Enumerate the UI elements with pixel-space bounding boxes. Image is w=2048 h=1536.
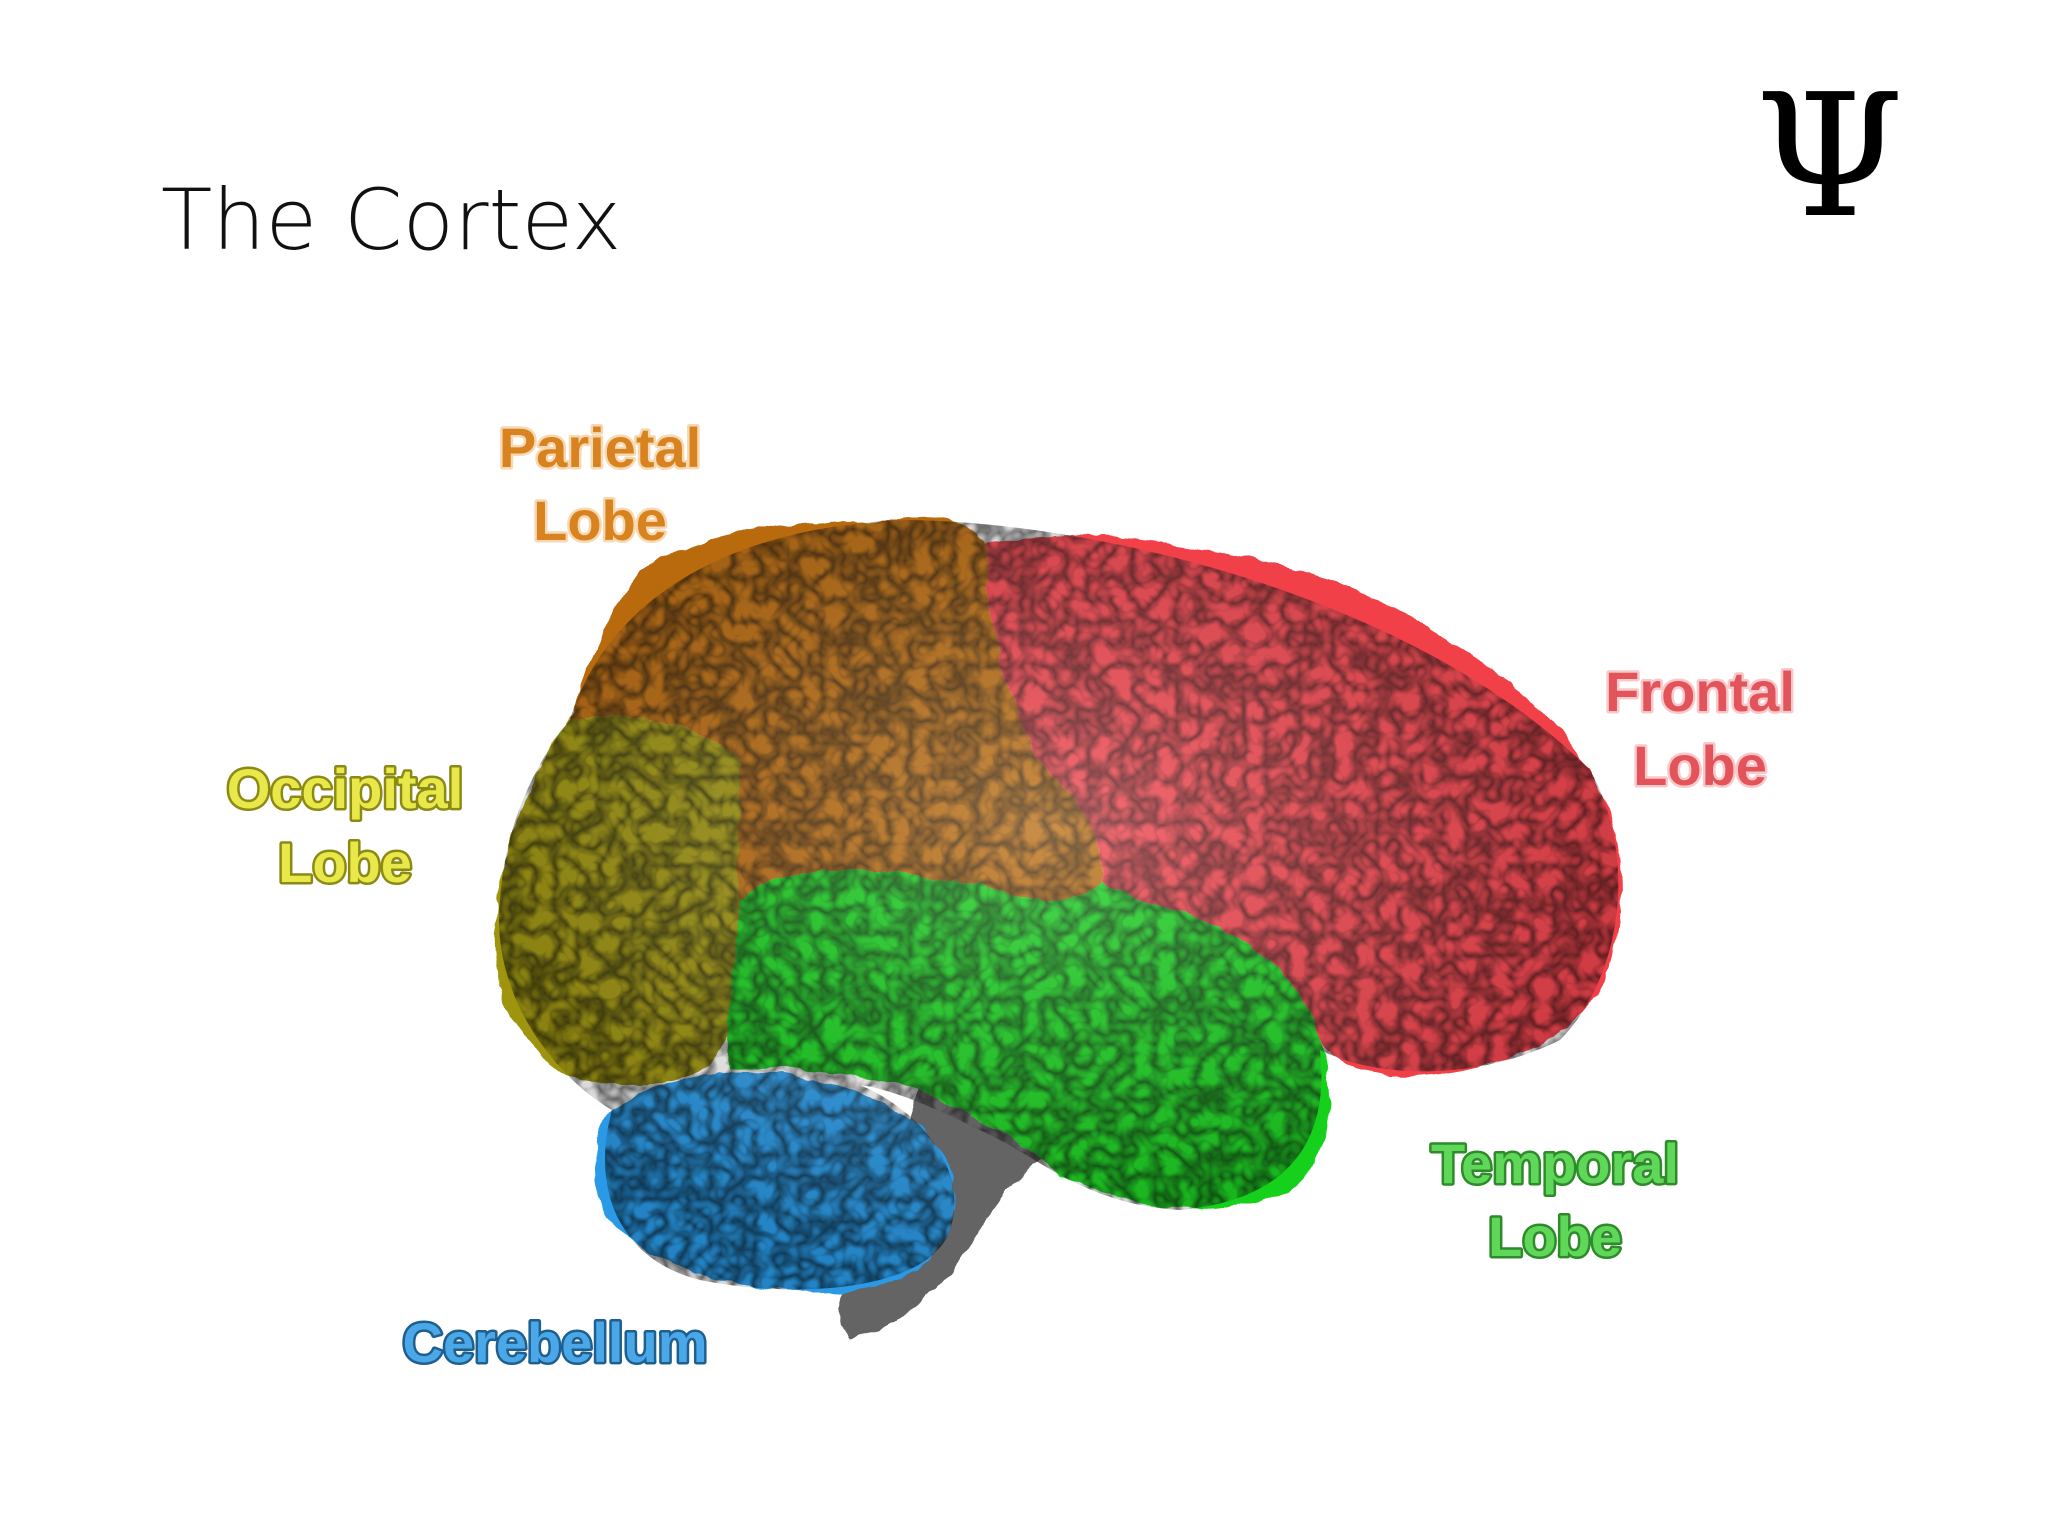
occipital-lobe-label-line1: Occipital [227, 757, 464, 820]
brain-shading [499, 520, 1619, 1290]
frontal-lobe-label-line1: Frontal [1605, 660, 1795, 723]
parietal-lobe-label-line2: Lobe [533, 489, 667, 552]
psi-logo-icon: Ψ [1755, 58, 1905, 256]
slide-title: The Cortex [161, 171, 622, 269]
temporal-lobe-label-line2: Lobe [1488, 1205, 1622, 1268]
parietal-lobe-label-line1: Parietal [499, 416, 701, 479]
frontal-lobe-label-line2: Lobe [1633, 734, 1767, 797]
temporal-lobe-label-line1: Temporal [1431, 1132, 1679, 1195]
cerebellum-label: Cerebellum [403, 1311, 708, 1374]
occipital-lobe-label-line2: Lobe [278, 831, 412, 894]
